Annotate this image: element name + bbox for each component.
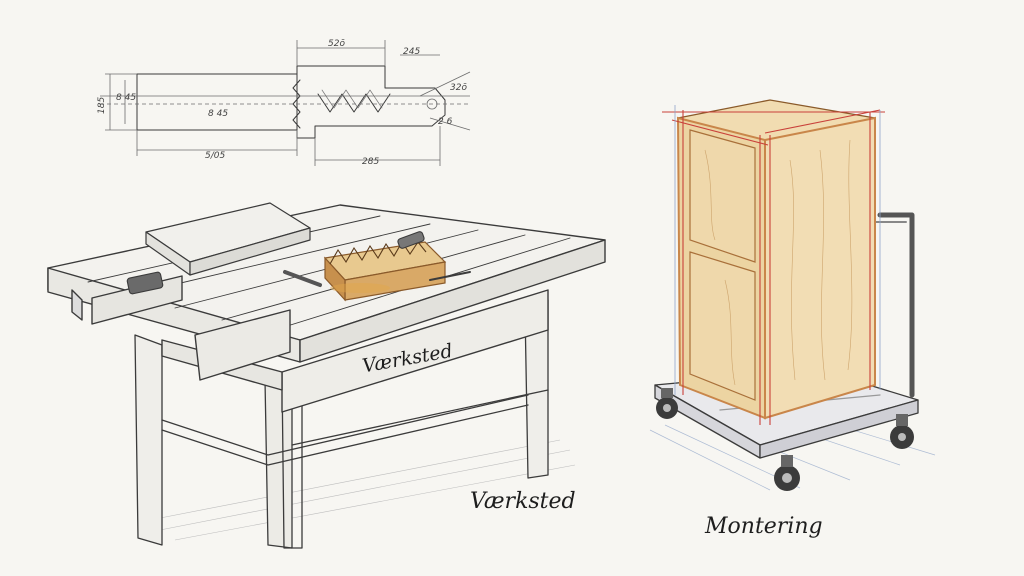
- dim-left-side: 185: [97, 97, 107, 114]
- technical-drawing: 52ō 245 185 8 45 8 45 5/05 285 32ō 2 6: [97, 39, 471, 167]
- cabinet: [662, 99, 885, 425]
- cart-wheels: [656, 388, 914, 491]
- dim-right-small: 2 6: [438, 117, 453, 127]
- cabinet-caption: Montering: [704, 514, 823, 539]
- dim-mid: 8 45: [208, 109, 228, 119]
- dim-top: 52ō: [328, 39, 345, 49]
- cabinet-cart-sketch: [649, 99, 936, 491]
- dim-left-inner: 8 45: [116, 93, 136, 103]
- dim-bottom-left: 5/05: [205, 151, 225, 161]
- dim-bottom-right: 285: [362, 157, 379, 167]
- dim-top-right: 245: [403, 47, 420, 57]
- dim-right-note: 32ō: [450, 83, 467, 93]
- workbench-sketch: Værksted: [47, 202, 606, 549]
- wood-block: [323, 240, 447, 302]
- bench-caption: Værksted: [470, 489, 576, 514]
